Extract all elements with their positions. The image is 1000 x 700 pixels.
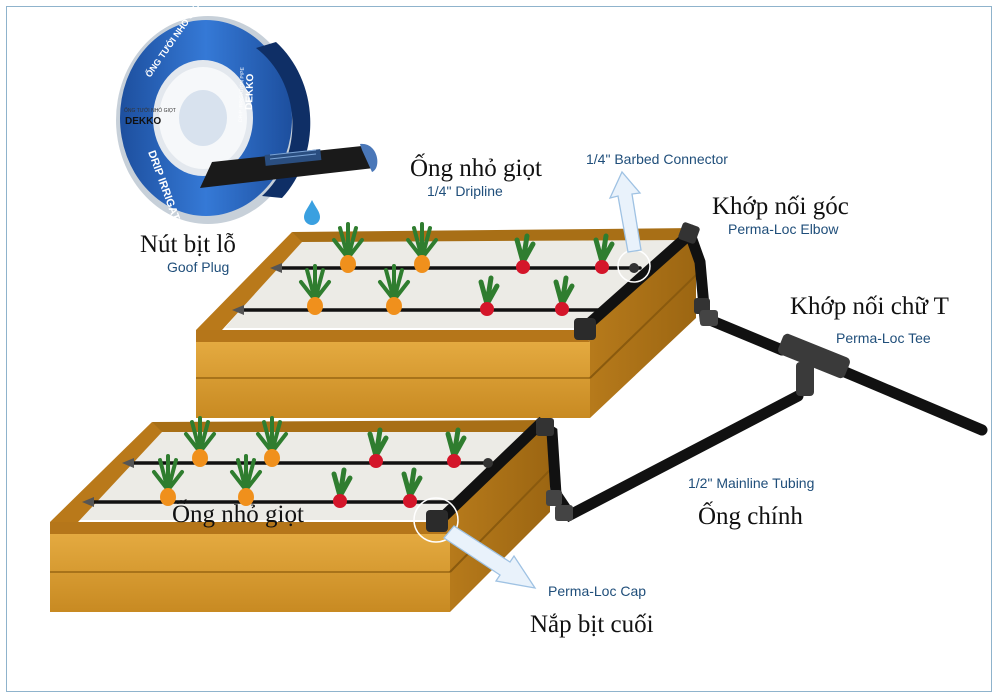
elbow-label-vi: Khớp nối góc bbox=[712, 193, 849, 220]
arrow-down-icon bbox=[443, 525, 537, 589]
upper-feeder-tube bbox=[576, 224, 788, 356]
radish-icon bbox=[478, 275, 500, 316]
diagram-frame bbox=[6, 6, 992, 692]
lower-dripline-label-vi: Ống nhỏ giọt bbox=[172, 499, 304, 528]
upper-bed-rim-front bbox=[196, 330, 590, 342]
elbow-label-en: Perma-Loc Elbow bbox=[728, 221, 839, 237]
tee-label-vi: Khớp nối chữ T bbox=[790, 293, 949, 320]
perma-loc-elbow-icon bbox=[546, 490, 562, 506]
radish-icon bbox=[367, 427, 389, 468]
goof-plugs bbox=[82, 263, 282, 507]
radish-icon bbox=[401, 467, 423, 508]
mainline-label-en: 1/2" Mainline Tubing bbox=[688, 475, 814, 491]
dripline-label-vi: Ống nhỏ giọt bbox=[410, 153, 542, 182]
carrot-icon bbox=[378, 264, 410, 315]
carrot-icon bbox=[230, 454, 262, 506]
arrow-up-icon bbox=[608, 170, 642, 253]
spool-brand: DEKKO bbox=[125, 116, 161, 127]
cap-label-vi: Nắp bịt cuối bbox=[530, 611, 654, 638]
lower-bed-rim-left bbox=[50, 422, 162, 522]
perma-loc-elbow-icon bbox=[700, 310, 718, 326]
radish-icon bbox=[445, 427, 467, 468]
goof-plug-icon bbox=[82, 497, 94, 507]
radish-icon bbox=[593, 233, 615, 274]
radish-icon bbox=[553, 275, 575, 316]
goof-plug-icon bbox=[122, 458, 134, 468]
upper-raised-bed bbox=[196, 228, 697, 418]
goof-plug-icon bbox=[232, 305, 244, 315]
radish-icon bbox=[514, 233, 536, 274]
lower-bed-rim-front bbox=[50, 522, 450, 534]
mainline-label-vi: Ống chính bbox=[698, 501, 803, 530]
upper-bed-front bbox=[196, 342, 590, 418]
cap-label-en: Perma-Loc Cap bbox=[548, 583, 646, 599]
lower-bed-plants bbox=[152, 416, 467, 508]
driplines bbox=[88, 266, 642, 504]
barbed-connector-icon bbox=[483, 458, 493, 468]
lower-bed-side bbox=[440, 420, 550, 612]
lower-raised-bed bbox=[50, 420, 551, 612]
goof-plug-label-vi: Nút bịt lỗ bbox=[140, 231, 236, 258]
upper-bed-side bbox=[580, 228, 696, 418]
carrot-icon bbox=[406, 222, 438, 273]
perma-loc-tee-icon bbox=[778, 333, 850, 396]
carrot-icon bbox=[256, 416, 288, 467]
carrot-icon bbox=[184, 416, 216, 467]
spool-inner-text: ỐNG TƯỚI NHỎ GIỌT bbox=[124, 107, 176, 114]
carrot-icon bbox=[299, 264, 331, 315]
mainline-right bbox=[839, 366, 988, 436]
dripline-spool: ỐNG TƯỚI NHỎ GIỌT DRIP IRRIGATION ỐNG TƯ… bbox=[116, 0, 378, 241]
perma-loc-elbow-icon bbox=[555, 505, 573, 521]
carrot-icon bbox=[152, 454, 184, 506]
callout-arrows bbox=[443, 170, 642, 589]
tee-label-en: Perma-Loc Tee bbox=[836, 330, 931, 346]
dripline-label-en: 1/4" Dripline bbox=[427, 183, 503, 199]
goof-plug-label-en: Goof Plug bbox=[167, 259, 229, 275]
perma-loc-elbow-icon bbox=[536, 418, 554, 436]
water-drop-icon bbox=[304, 200, 320, 225]
mainline-tubing bbox=[432, 224, 988, 528]
spool-side-brand: DEKKO bbox=[244, 73, 256, 110]
perma-loc-cap-icon bbox=[426, 510, 448, 532]
perma-loc-elbow-icon bbox=[678, 222, 700, 244]
spool-side-text: DRIP IRRIGATION PIPE bbox=[238, 66, 246, 122]
upper-bed-plants bbox=[299, 222, 615, 316]
cap-callout bbox=[413, 497, 459, 543]
fittings bbox=[426, 222, 850, 532]
barbed-connector-label: 1/4" Barbed Connector bbox=[586, 151, 728, 167]
carrot-icon bbox=[332, 222, 364, 273]
goof-plug-icon bbox=[270, 263, 282, 273]
mainline-down bbox=[432, 390, 804, 528]
lower-bed-soil bbox=[76, 428, 535, 520]
upper-bed-rim-left bbox=[196, 232, 302, 330]
lower-bed-rim-back bbox=[152, 420, 550, 432]
perma-loc-cap-icon bbox=[574, 318, 596, 340]
radish-icon bbox=[331, 467, 353, 508]
barbed-connector-icon bbox=[629, 263, 639, 273]
